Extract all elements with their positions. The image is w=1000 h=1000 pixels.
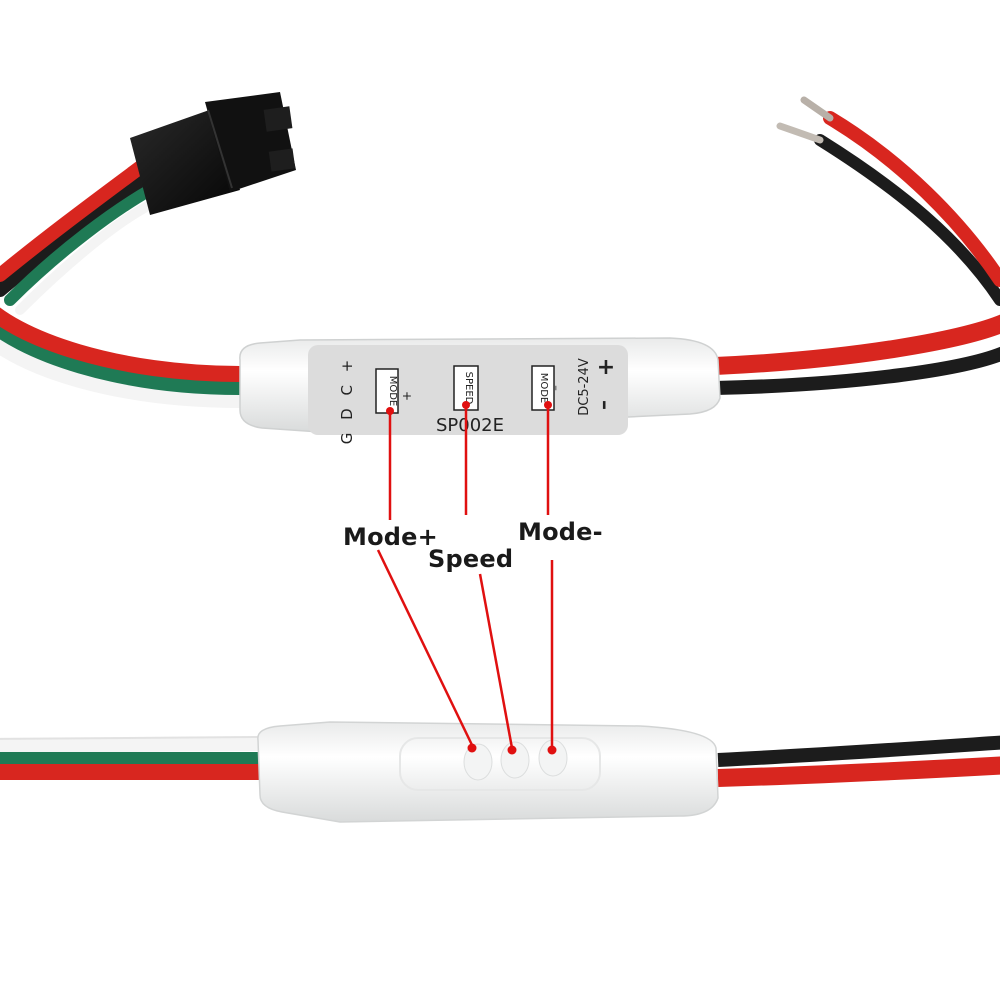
bottom-left-wire-bundle	[0, 736, 263, 780]
jst-connector	[130, 92, 296, 215]
mode-plus-button-text: MODE	[387, 376, 398, 407]
bottom-controller-body	[257, 721, 719, 823]
callout-lines	[376, 401, 557, 755]
pins-label: G D C +	[338, 356, 356, 445]
polarity-minus: –	[591, 400, 615, 410]
polarity-plus: +	[597, 355, 615, 380]
bottom-right-wire-bundle	[717, 735, 1000, 787]
top-left-wire-bundle	[0, 153, 248, 408]
callout-mode-minus: Mode-	[518, 518, 603, 546]
callout-mode-plus: Mode+	[343, 523, 438, 551]
callout-speed: Speed	[428, 545, 514, 573]
model-label: SP002E	[436, 415, 504, 436]
mode-plus-button-sign: +	[400, 391, 414, 401]
mode-minus-button[interactable]: MODE –	[531, 365, 563, 411]
speed-button-text: SPEED	[463, 372, 474, 405]
voltage-label: DC5-24V	[577, 358, 592, 416]
mode-minus-button-text: MODE	[538, 373, 549, 404]
mode-minus-button-sign: –	[550, 385, 563, 391]
top-right-power-wires	[706, 96, 1000, 395]
